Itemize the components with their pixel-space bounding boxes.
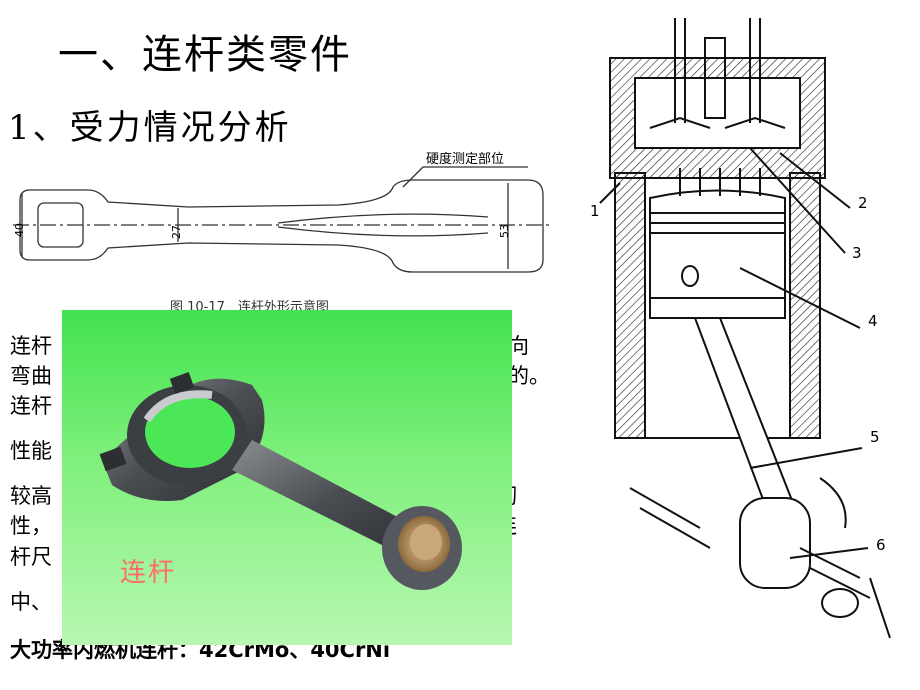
- slide-subtitle: 1、受力情况分析: [8, 108, 292, 148]
- connecting-rod-image: [99, 372, 462, 590]
- connecting-rod-drawing: 40 27 53 硬度测定部位: [13, 151, 553, 273]
- photo-label: 连杆: [120, 558, 177, 588]
- body-line-1-left: 连杆: [10, 334, 52, 358]
- hardness-note: 硬度测定部位: [426, 151, 504, 167]
- body-line-6-left: 性，: [10, 514, 52, 538]
- callout-4: 4: [868, 312, 878, 330]
- body-line-5-left: 较高: [10, 484, 52, 508]
- body-line-7-left: 杆尺: [10, 545, 52, 569]
- callout-5: 5: [870, 428, 880, 446]
- engine-cross-section: 1 2 3 4 5 6: [590, 18, 891, 639]
- body-line-2-right: 的。: [508, 364, 550, 388]
- callout-1: 1: [590, 202, 600, 220]
- callout-3: 3: [852, 244, 862, 262]
- body-line-2-left: 弯曲: [10, 364, 52, 388]
- body-line-3-left: 连杆: [10, 394, 52, 418]
- callout-2: 2: [858, 194, 868, 212]
- dim-53: 53: [498, 224, 511, 238]
- body-line-8-left: 中、: [10, 590, 52, 614]
- body-line-1-right: 向: [508, 334, 529, 358]
- slide-title: 一、连杆类零件: [58, 32, 352, 78]
- callout-6: 6: [876, 536, 886, 554]
- connecting-rod-photo: 连杆: [62, 310, 512, 645]
- dim-40: 40: [13, 223, 26, 237]
- dim-27: 27: [170, 225, 183, 239]
- body-line-4-left: 性能: [10, 439, 52, 463]
